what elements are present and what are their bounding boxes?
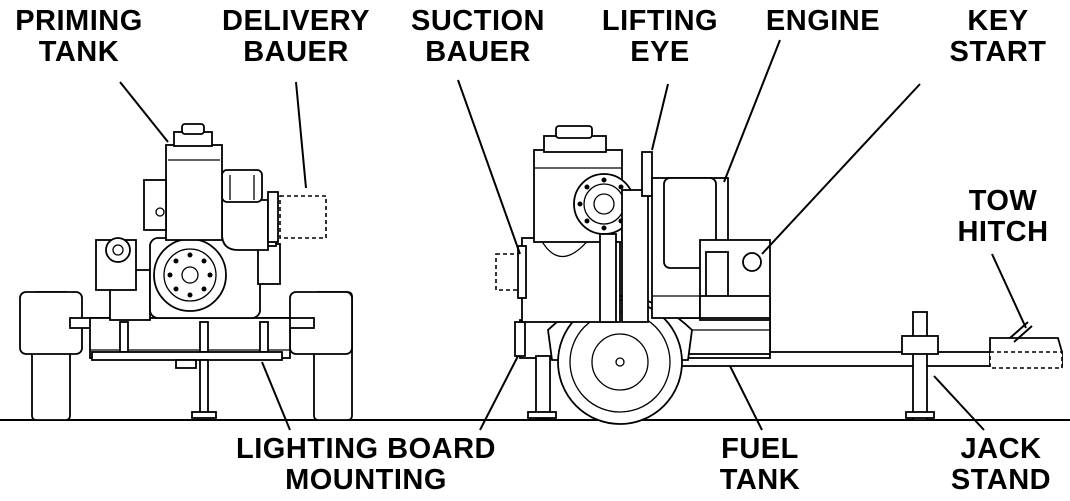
leader-lines [119, 39, 1027, 431]
label-engine: ENGINE [748, 6, 898, 37]
label-line: LIFTING [601, 5, 719, 37]
label-line: STAND [950, 464, 1052, 496]
front-view [19, 123, 353, 421]
label-line: MOUNTING [285, 464, 447, 496]
label-line: HITCH [957, 216, 1049, 248]
suction-bauer-side [495, 253, 521, 291]
label-line: TOW [968, 185, 1038, 217]
pump-volute [153, 238, 227, 312]
priming-tank-front [165, 144, 223, 241]
delivery-bauer-front [279, 195, 327, 239]
lighting-board-side [514, 321, 526, 357]
label-tow-hitch: TOW HITCH [940, 186, 1066, 248]
label-key-start: KEY START [930, 6, 1066, 68]
lifting-eye [641, 151, 653, 197]
label-line: PRIMING [15, 5, 143, 37]
label-line: ENGINE [765, 5, 881, 37]
label-line: JACK [960, 433, 1042, 465]
label-line: FUEL [721, 433, 799, 465]
key-start [742, 252, 762, 272]
label-line: SUCTION [411, 5, 545, 37]
label-line: DELIVERY [222, 5, 370, 37]
label-line: TANK [38, 36, 120, 68]
side-jack-stand [912, 311, 928, 421]
label-line: LIGHTING BOARD [236, 433, 496, 465]
label-line: TANK [719, 464, 801, 496]
side-view [495, 125, 1063, 425]
front-jack-stand [199, 359, 209, 416]
label-delivery-bauer: DELIVERY BAUER [210, 6, 382, 68]
label-lifting-eye: LIFTING EYE [580, 6, 740, 68]
label-line: BAUER [243, 36, 349, 68]
label-line: KEY [967, 5, 1029, 37]
label-fuel-tank: FUEL TANK [700, 434, 820, 496]
label-priming-tank: PRIMING TANK [4, 6, 154, 68]
label-lighting-board-mounting: LIGHTING BOARD MOUNTING [206, 434, 526, 496]
label-line: EYE [630, 36, 690, 68]
label-jack-stand: JACK STAND [936, 434, 1066, 496]
label-suction-bauer: SUCTION BAUER [398, 6, 558, 68]
rear-stand [535, 355, 551, 419]
label-line: START [949, 36, 1047, 68]
label-line: BAUER [425, 36, 531, 68]
delivery-flange [267, 191, 279, 243]
lighting-board-bracket [119, 321, 129, 353]
